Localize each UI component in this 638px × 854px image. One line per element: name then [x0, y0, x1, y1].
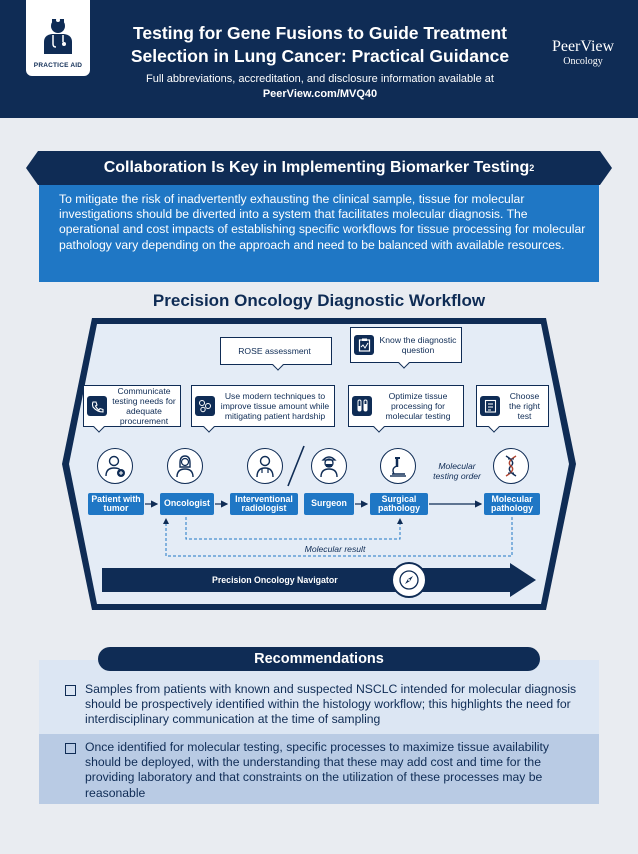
step-patient: Patient with tumor — [88, 493, 144, 515]
page-title: Testing for Gene Fusions to Guide Treatm… — [130, 23, 510, 66]
callout-choose-test: Choose the right test — [476, 385, 549, 427]
callout-optimize: Optimize tissue processing for molecular… — [348, 385, 464, 427]
oncologist-icon — [167, 448, 203, 484]
callout-know-question: Know the diagnostic question — [350, 327, 462, 363]
recommendation-item: Samples from patients with known and sus… — [39, 660, 599, 734]
clipboard-icon — [354, 335, 374, 355]
checkbox-icon — [65, 743, 76, 754]
checkbox-icon — [65, 685, 76, 696]
phone-icon — [87, 396, 107, 416]
test-tube-icon — [352, 396, 372, 416]
compass-icon — [391, 562, 427, 598]
brand-logo: PeerView Oncology — [551, 38, 615, 67]
step-surgical-pathology: Surgical pathology — [370, 493, 428, 515]
surgeon-icon — [311, 448, 347, 484]
collaboration-body: To mitigate the risk of inadvertently ex… — [39, 185, 599, 282]
step-interventional-radiologist: Interventional radiologist — [230, 493, 298, 515]
header-url[interactable]: PeerView.com/MVQ40 — [262, 88, 378, 100]
practice-aid-badge: PRACTICE AID — [26, 0, 90, 76]
cells-icon — [195, 396, 215, 416]
step-oncologist: Oncologist — [160, 493, 214, 515]
callout-communicate: Communicate testing needs for adequate p… — [83, 385, 181, 427]
radiologist-icon — [247, 448, 283, 484]
doctor-badge-icon — [44, 18, 72, 54]
collaboration-banner: Collaboration Is Key in Implementing Bio… — [26, 151, 612, 185]
step-surgeon: Surgeon — [304, 493, 354, 515]
dna-icon — [493, 448, 529, 484]
header: PRACTICE AID Testing for Gene Fusions to… — [0, 0, 638, 118]
microscope-icon — [380, 448, 416, 484]
collaboration-title: Collaboration Is Key in Implementing Bio… — [103, 159, 530, 176]
navigator-bar: Precision Oncology Navigator — [102, 568, 512, 592]
badge-label: PRACTICE AID — [33, 62, 83, 69]
divider-slash — [287, 445, 305, 487]
workflow-title: Precision Oncology Diagnostic Workflow — [152, 291, 486, 310]
molecular-result-label: Molecular result — [304, 544, 366, 554]
navigator-arrowhead — [510, 563, 536, 597]
patient-icon — [97, 448, 133, 484]
header-subtitle: Full abbreviations, accreditation, and d… — [110, 72, 530, 102]
collaboration-ref: 2 — [529, 163, 535, 173]
step-molecular-pathology: Molecular pathology — [484, 493, 540, 515]
recommendation-item: Once identified for molecular testing, s… — [39, 734, 599, 804]
recommendations-title: Recommendations — [98, 647, 540, 671]
checklist-icon — [480, 396, 500, 416]
callout-modern-techniques: Use modern techniques to improve tissue … — [191, 385, 335, 427]
molecular-testing-order-label: Molecular testing order — [433, 461, 481, 481]
